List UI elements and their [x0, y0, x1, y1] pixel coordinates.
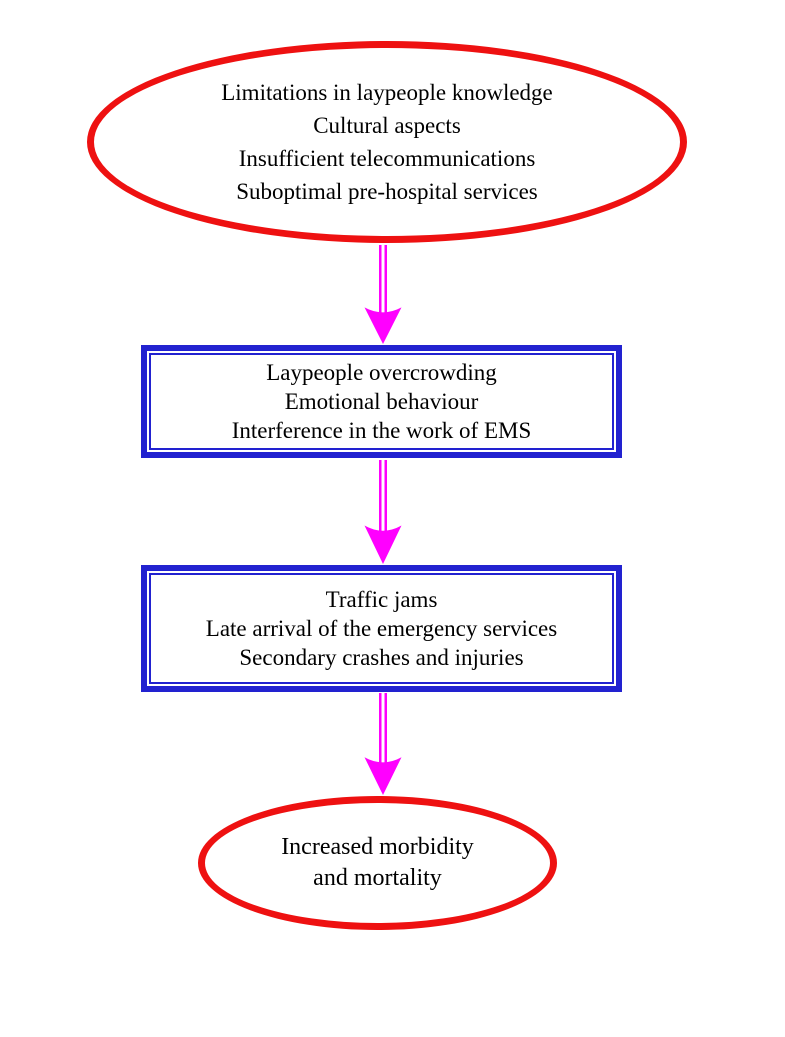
node-line: Limitations in laypeople knowledge	[221, 80, 553, 105]
box-node-bystander-effects: Laypeople overcrowding Emotional behavio…	[141, 345, 622, 458]
node-text-block: Increased morbidity and mortality	[205, 832, 550, 894]
node-line: Increased morbidity	[281, 834, 474, 860]
ellipse-node-outcome: Increased morbidity and mortality	[198, 796, 557, 930]
node-line: Emotional behaviour	[284, 389, 479, 414]
node-line: and mortality	[313, 865, 442, 891]
node-line: Insufficient telecommunications	[238, 146, 536, 171]
down-arrow-connector-1	[364, 245, 402, 344]
box-inner-border: Laypeople overcrowding Emotional behavio…	[149, 353, 614, 450]
ellipse-node-pre-hospital-barriers: Limitations in laypeople knowledge Cultu…	[87, 41, 687, 243]
node-line: Secondary crashes and injuries	[239, 645, 524, 670]
node-line: Interference in the work of EMS	[231, 418, 532, 443]
node-text-block: Traffic jams Late arrival of the emergen…	[151, 585, 612, 672]
node-line: Suboptimal pre-hospital services	[236, 179, 538, 204]
node-line: Late arrival of the emergency services	[205, 616, 558, 641]
down-arrow-connector-2	[364, 460, 402, 564]
node-line: Laypeople overcrowding	[266, 360, 497, 385]
node-line: Cultural aspects	[313, 113, 461, 138]
down-arrow-connector-3	[364, 693, 402, 795]
node-text-block: Limitations in laypeople knowledge Cultu…	[94, 76, 680, 208]
box-inner-border: Traffic jams Late arrival of the emergen…	[149, 573, 614, 684]
box-node-traffic-effects: Traffic jams Late arrival of the emergen…	[141, 565, 622, 692]
node-line: Traffic jams	[325, 587, 438, 612]
node-text-block: Laypeople overcrowding Emotional behavio…	[151, 358, 612, 445]
